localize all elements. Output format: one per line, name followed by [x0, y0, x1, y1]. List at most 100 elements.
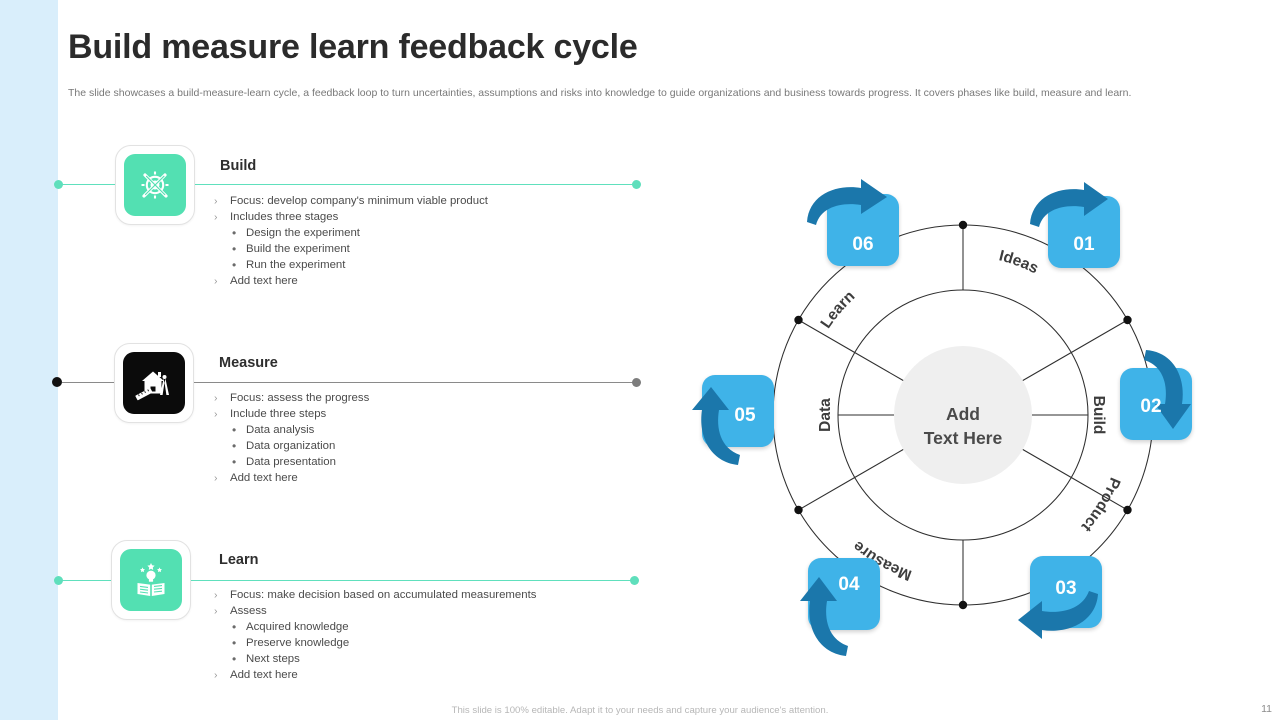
- curved-arrow-up-icon: [692, 387, 740, 465]
- bullet-text: Add text here: [230, 669, 298, 681]
- list-item: • Design the experiment: [214, 225, 488, 241]
- list-item: •Data analysis: [214, 422, 369, 438]
- bullet-text: Design the experiment: [246, 227, 360, 239]
- bullet-text: Data organization: [246, 440, 336, 452]
- curved-arrow-left-icon: [1018, 591, 1098, 639]
- ring-node-top: [958, 220, 968, 230]
- bullet-marker: •: [232, 258, 237, 272]
- bullet-text: Acquired knowledge: [246, 621, 349, 633]
- cycle-badge-01-number: 01: [1073, 234, 1095, 255]
- bullet-text: Next steps: [246, 653, 300, 665]
- bullet-text: Preserve knowledge: [246, 637, 350, 649]
- gear-tools-icon: [141, 171, 169, 199]
- list-item: ›Includes three stages: [214, 209, 488, 225]
- cycle-badge-05-number: 05: [734, 405, 756, 426]
- cycle-badge-02[interactable]: 02: [1120, 350, 1192, 440]
- connector-dot-left-build: [54, 180, 63, 189]
- bullet-text: Includes three stages: [230, 211, 339, 223]
- icon-frame-measure[interactable]: [114, 343, 194, 423]
- bullet-marker: ›: [214, 605, 218, 617]
- connector-dot-right-measure: [632, 378, 641, 387]
- bullet-text: Add text here: [230, 472, 298, 484]
- house-ruler-compass-icon: [135, 371, 169, 401]
- connector-dot-right-learn: [630, 576, 639, 585]
- list-item: › Include three steps: [214, 406, 369, 422]
- ring-node-lower-right: [1123, 505, 1132, 515]
- bullet-marker: •: [232, 636, 237, 650]
- bullet-marker: ›: [214, 275, 218, 287]
- center-disc: [894, 346, 1032, 484]
- cycle-badge-02-number: 02: [1140, 396, 1162, 417]
- cycle-badge-06-number: 06: [852, 234, 874, 255]
- bullet-marker: •: [232, 439, 237, 453]
- connector-line-measure: [62, 382, 638, 383]
- bullet-text: Build the experiment: [246, 243, 350, 255]
- svg-text:Ideas: Ideas: [997, 247, 1041, 277]
- book-lightbulb-icon: [137, 563, 165, 596]
- section-title-measure: Measure: [219, 355, 278, 371]
- curved-arrow-up-icon: [800, 577, 848, 656]
- ring-label-ideas: Ideas: [997, 247, 1041, 277]
- list-item: ›Focus: make decision based on accumulat…: [214, 587, 536, 603]
- ring-node-bottom: [958, 600, 968, 610]
- bullet-text: Focus: assess the progress: [230, 392, 370, 404]
- bullet-list-build: ›Focus: develop company's minimum viable…: [214, 193, 488, 289]
- connector-dot-right-build: [632, 180, 641, 189]
- cycle-badge-03[interactable]: 03: [1018, 556, 1102, 639]
- cycle-badge-06[interactable]: 06: [807, 179, 899, 266]
- svg-text:Learn: Learn: [818, 288, 859, 332]
- list-item: •Build the experiment: [214, 241, 488, 257]
- ring-label-build: Build: [1090, 396, 1107, 435]
- ring-node-upper-left: [794, 315, 803, 325]
- cycle-labels-svg: Ideas Product Measure Learn Build Data: [817, 247, 1124, 583]
- icon-tile-measure: [123, 352, 185, 414]
- list-item: ›Add text here: [214, 470, 369, 486]
- bullet-marker: ›: [214, 589, 218, 601]
- bullet-text: Run the experiment: [246, 259, 346, 271]
- center-label-line1: Add: [945, 404, 981, 424]
- section-title-learn: Learn: [219, 552, 259, 568]
- list-item: • Data organization: [214, 438, 369, 454]
- bullet-marker: •: [232, 455, 237, 469]
- center-label: Add Text Here: [893, 402, 1033, 450]
- icon-frame-learn[interactable]: [111, 540, 191, 620]
- list-item: › Focus: assess the progress: [214, 390, 369, 406]
- page-number: 11: [1261, 703, 1272, 715]
- bullet-list-measure: › Focus: assess the progress › Include thr…: [214, 390, 369, 486]
- list-item: • Preserve knowledge: [214, 635, 536, 651]
- list-item: • Acquired knowledge: [214, 619, 536, 635]
- curved-arrow-down-icon: [1144, 350, 1191, 429]
- bullet-marker: ›: [214, 392, 218, 404]
- svg-text:Product: Product: [1078, 475, 1124, 535]
- bullet-marker: •: [232, 226, 237, 240]
- ring-label-data: Data: [817, 398, 834, 432]
- footer-note: This slide is 100% editable. Adapt it to…: [451, 705, 829, 716]
- connector-dot-left-measure: [52, 377, 62, 387]
- bullet-marker: ›: [214, 669, 218, 681]
- cycle-badge-03-number: 03: [1055, 578, 1077, 599]
- list-item: ›Add text here: [214, 273, 488, 289]
- bullet-list-learn: ›Focus: make decision based on accumulat…: [214, 587, 536, 683]
- page-title: Build measure learn feedback cycle: [68, 28, 638, 66]
- connector-line-build: [62, 184, 638, 185]
- center-label-line2: Text Here: [923, 428, 1003, 448]
- bullet-text: Assess: [230, 605, 267, 617]
- list-item: › Add text here: [214, 667, 536, 683]
- left-accent-strip: [0, 0, 58, 720]
- connector-line-learn: [62, 580, 635, 581]
- ring-label-learn: Learn: [818, 288, 859, 332]
- bullet-marker: ›: [214, 408, 218, 420]
- cycle-badge-01[interactable]: 01: [1030, 182, 1120, 268]
- ring-label-product: Product: [1078, 475, 1124, 535]
- cycle-badge-05[interactable]: 05: [692, 375, 774, 465]
- bullet-text: Include three steps: [230, 408, 327, 420]
- bullet-text: Data presentation: [246, 456, 336, 468]
- cycle-badge-04[interactable]: 04: [800, 558, 880, 656]
- bullet-marker: •: [232, 423, 237, 437]
- bullet-marker: •: [232, 620, 237, 634]
- curved-arrow-right-icon: [1030, 182, 1108, 227]
- ring-node-upper-right: [1123, 315, 1132, 325]
- icon-frame-build[interactable]: [115, 145, 195, 225]
- list-item: › Assess: [214, 603, 536, 619]
